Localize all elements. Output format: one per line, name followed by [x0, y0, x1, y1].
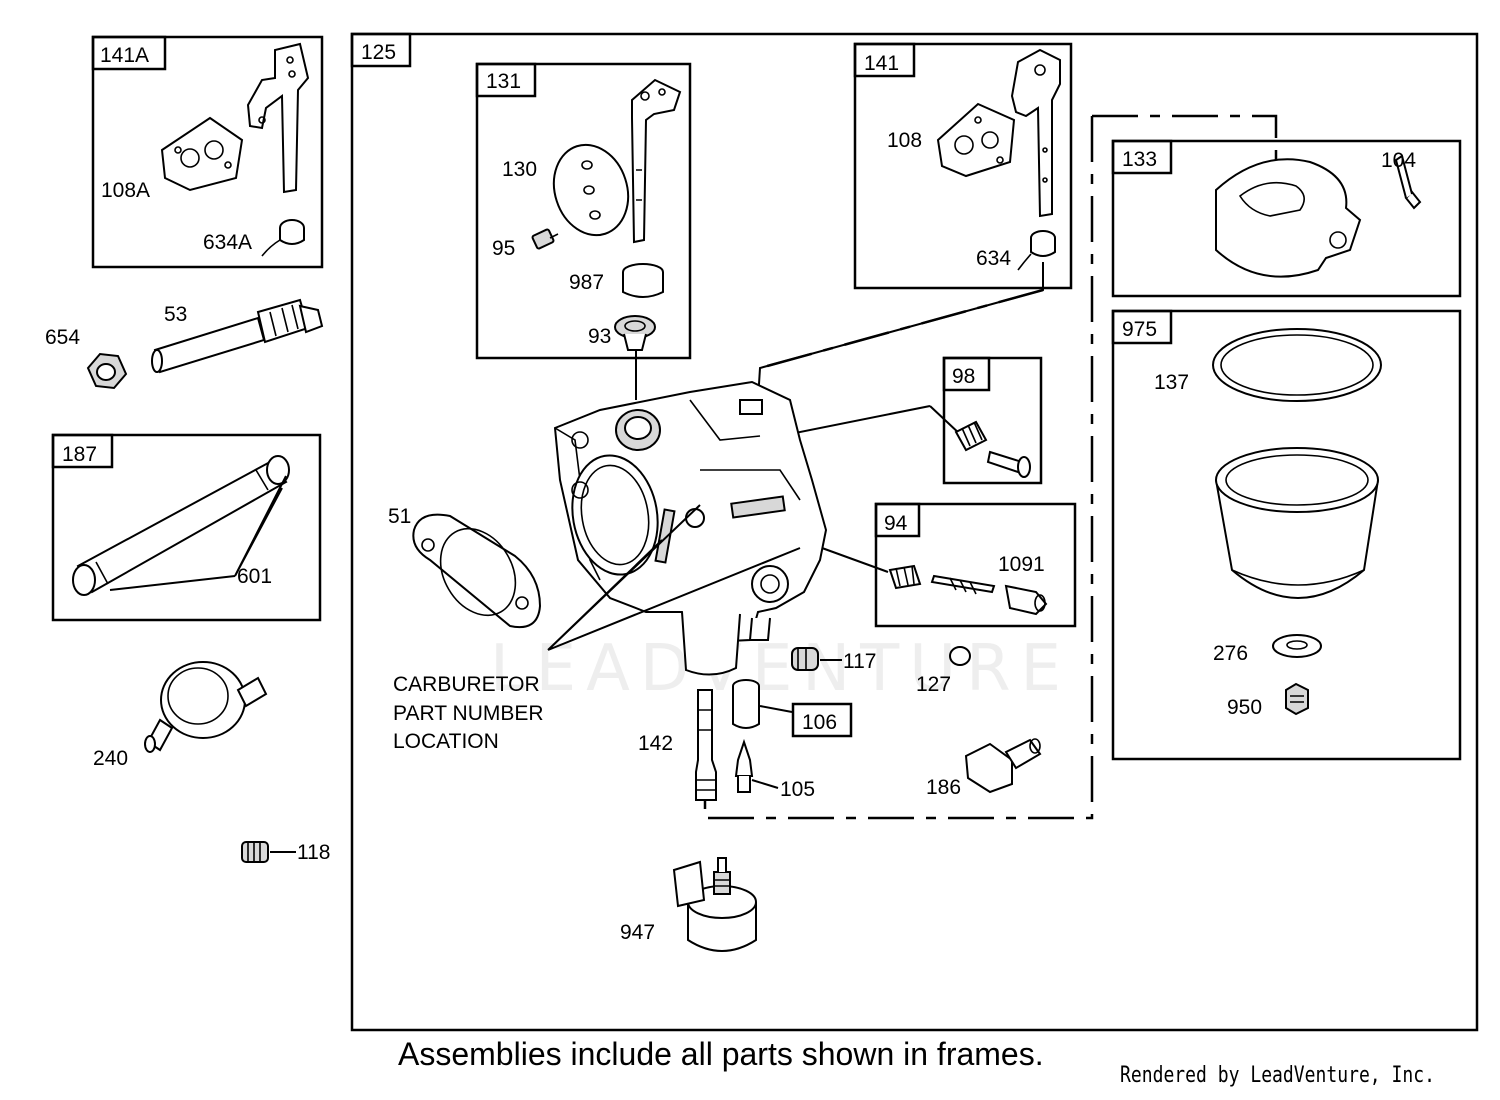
nut-654-icon — [86, 352, 128, 390]
fitting-53-icon — [151, 298, 324, 374]
frame-94: 94 — [874, 502, 1077, 628]
frame-975: 975 — [1111, 309, 1462, 761]
note-line-1: CARBURETOR — [393, 673, 540, 696]
bowl-975-icon — [1215, 447, 1379, 599]
label-634a: 634A — [203, 231, 252, 254]
label-1091: 1091 — [998, 553, 1045, 576]
jet-117-icon — [791, 647, 819, 671]
spring-634a-icon — [261, 219, 305, 257]
frame-141a: 141A — [91, 35, 324, 269]
frame-141-tag: 141 — [864, 52, 899, 75]
label-117: 117 — [843, 650, 876, 673]
sleeve-106-icon — [732, 679, 760, 729]
label-93: 93 — [588, 325, 611, 348]
part-number-leaders — [547, 504, 801, 651]
label-118: 118 — [297, 841, 330, 864]
label-987: 987 — [569, 271, 604, 294]
screw-95-icon — [531, 228, 559, 250]
frame-98-tag: 98 — [952, 365, 975, 388]
pin-104-icon — [1394, 154, 1422, 210]
label-108a: 108A — [101, 179, 150, 202]
spring-screw-98-icon — [954, 420, 1031, 478]
carburetor-note: CARBURETOR PART NUMBER LOCATION — [393, 673, 544, 753]
shaft-141a-icon — [246, 42, 310, 194]
frame-94-tag: 94 — [884, 512, 908, 535]
assemblies-footnote: Assemblies include all parts shown in fr… — [398, 1036, 1044, 1072]
frame-98: 98 — [942, 356, 1043, 485]
label-53: 53 — [164, 303, 187, 326]
washer-276-icon — [1272, 634, 1322, 658]
label-51: 51 — [388, 505, 411, 528]
frame-141: 141 — [853, 42, 1073, 290]
label-105: 105 — [780, 778, 815, 801]
shaft-141-icon — [1010, 48, 1061, 218]
spring-634-icon — [1017, 230, 1056, 271]
label-654: 654 — [45, 326, 80, 349]
screw-950-icon — [1285, 682, 1309, 716]
label-104: 104 — [1381, 149, 1416, 172]
float-133-icon — [1215, 158, 1362, 278]
fuel-filter-240-icon — [144, 661, 268, 753]
watermark: LEADVENTURE — [490, 632, 1071, 706]
frame-106-tag: 106 — [802, 711, 837, 734]
label-95: 95 — [492, 237, 515, 260]
frame-141a-tag: 141A — [100, 44, 149, 67]
label-601: 601 — [237, 565, 272, 588]
frame-133: 133 — [1111, 139, 1462, 298]
frame-125: 125 — [350, 32, 1479, 1032]
label-240: 240 — [93, 747, 128, 770]
label-947: 947 — [620, 921, 655, 944]
choke-shaft-131-icon — [631, 78, 682, 244]
plate-108-icon — [936, 102, 1016, 178]
frame-975-tag: 975 — [1122, 318, 1157, 341]
frame-106: 106 — [791, 702, 853, 738]
frame-131: 131 — [475, 62, 692, 360]
nozzle-142-icon — [695, 689, 717, 801]
frame-131-tag: 131 — [486, 70, 521, 93]
frame-187: 187 — [51, 433, 322, 622]
label-950: 950 — [1227, 696, 1262, 719]
label-108: 108 — [887, 129, 922, 152]
fuel-hose-187-icon — [72, 455, 290, 596]
gasket-137-icon — [1212, 328, 1382, 402]
note-line-2: PART NUMBER — [393, 702, 544, 725]
seal-93-icon — [614, 315, 656, 351]
frame-125-tag: 125 — [361, 41, 396, 64]
assembly-boundary — [703, 114, 1278, 820]
frame-187-tag: 187 — [62, 443, 97, 466]
needle-105-icon — [734, 738, 754, 793]
label-634: 634 — [976, 247, 1011, 270]
plug-127-icon — [949, 646, 971, 666]
label-127: 127 — [916, 673, 951, 696]
label-137: 137 — [1154, 371, 1189, 394]
label-142: 142 — [638, 732, 673, 755]
rendered-by-credit: Rendered by LeadVenture, Inc. — [1120, 1063, 1435, 1088]
bushing-987-icon — [622, 263, 664, 298]
idle-screw-94-icon — [888, 564, 1048, 616]
label-276: 276 — [1213, 642, 1248, 665]
plate-108a-icon — [160, 116, 244, 192]
label-186: 186 — [926, 776, 961, 799]
solenoid-947-icon — [672, 857, 757, 952]
leaders-601 — [109, 475, 287, 591]
label-130: 130 — [502, 158, 537, 181]
elbow-186-icon — [964, 738, 1042, 794]
choke-plate-130-icon — [552, 143, 630, 237]
connector-leaders — [635, 262, 1044, 789]
note-line-3: LOCATION — [393, 730, 499, 753]
frame-133-tag: 133 — [1122, 148, 1157, 171]
gasket-51-icon — [412, 513, 542, 628]
plug-118-icon — [241, 841, 296, 863]
